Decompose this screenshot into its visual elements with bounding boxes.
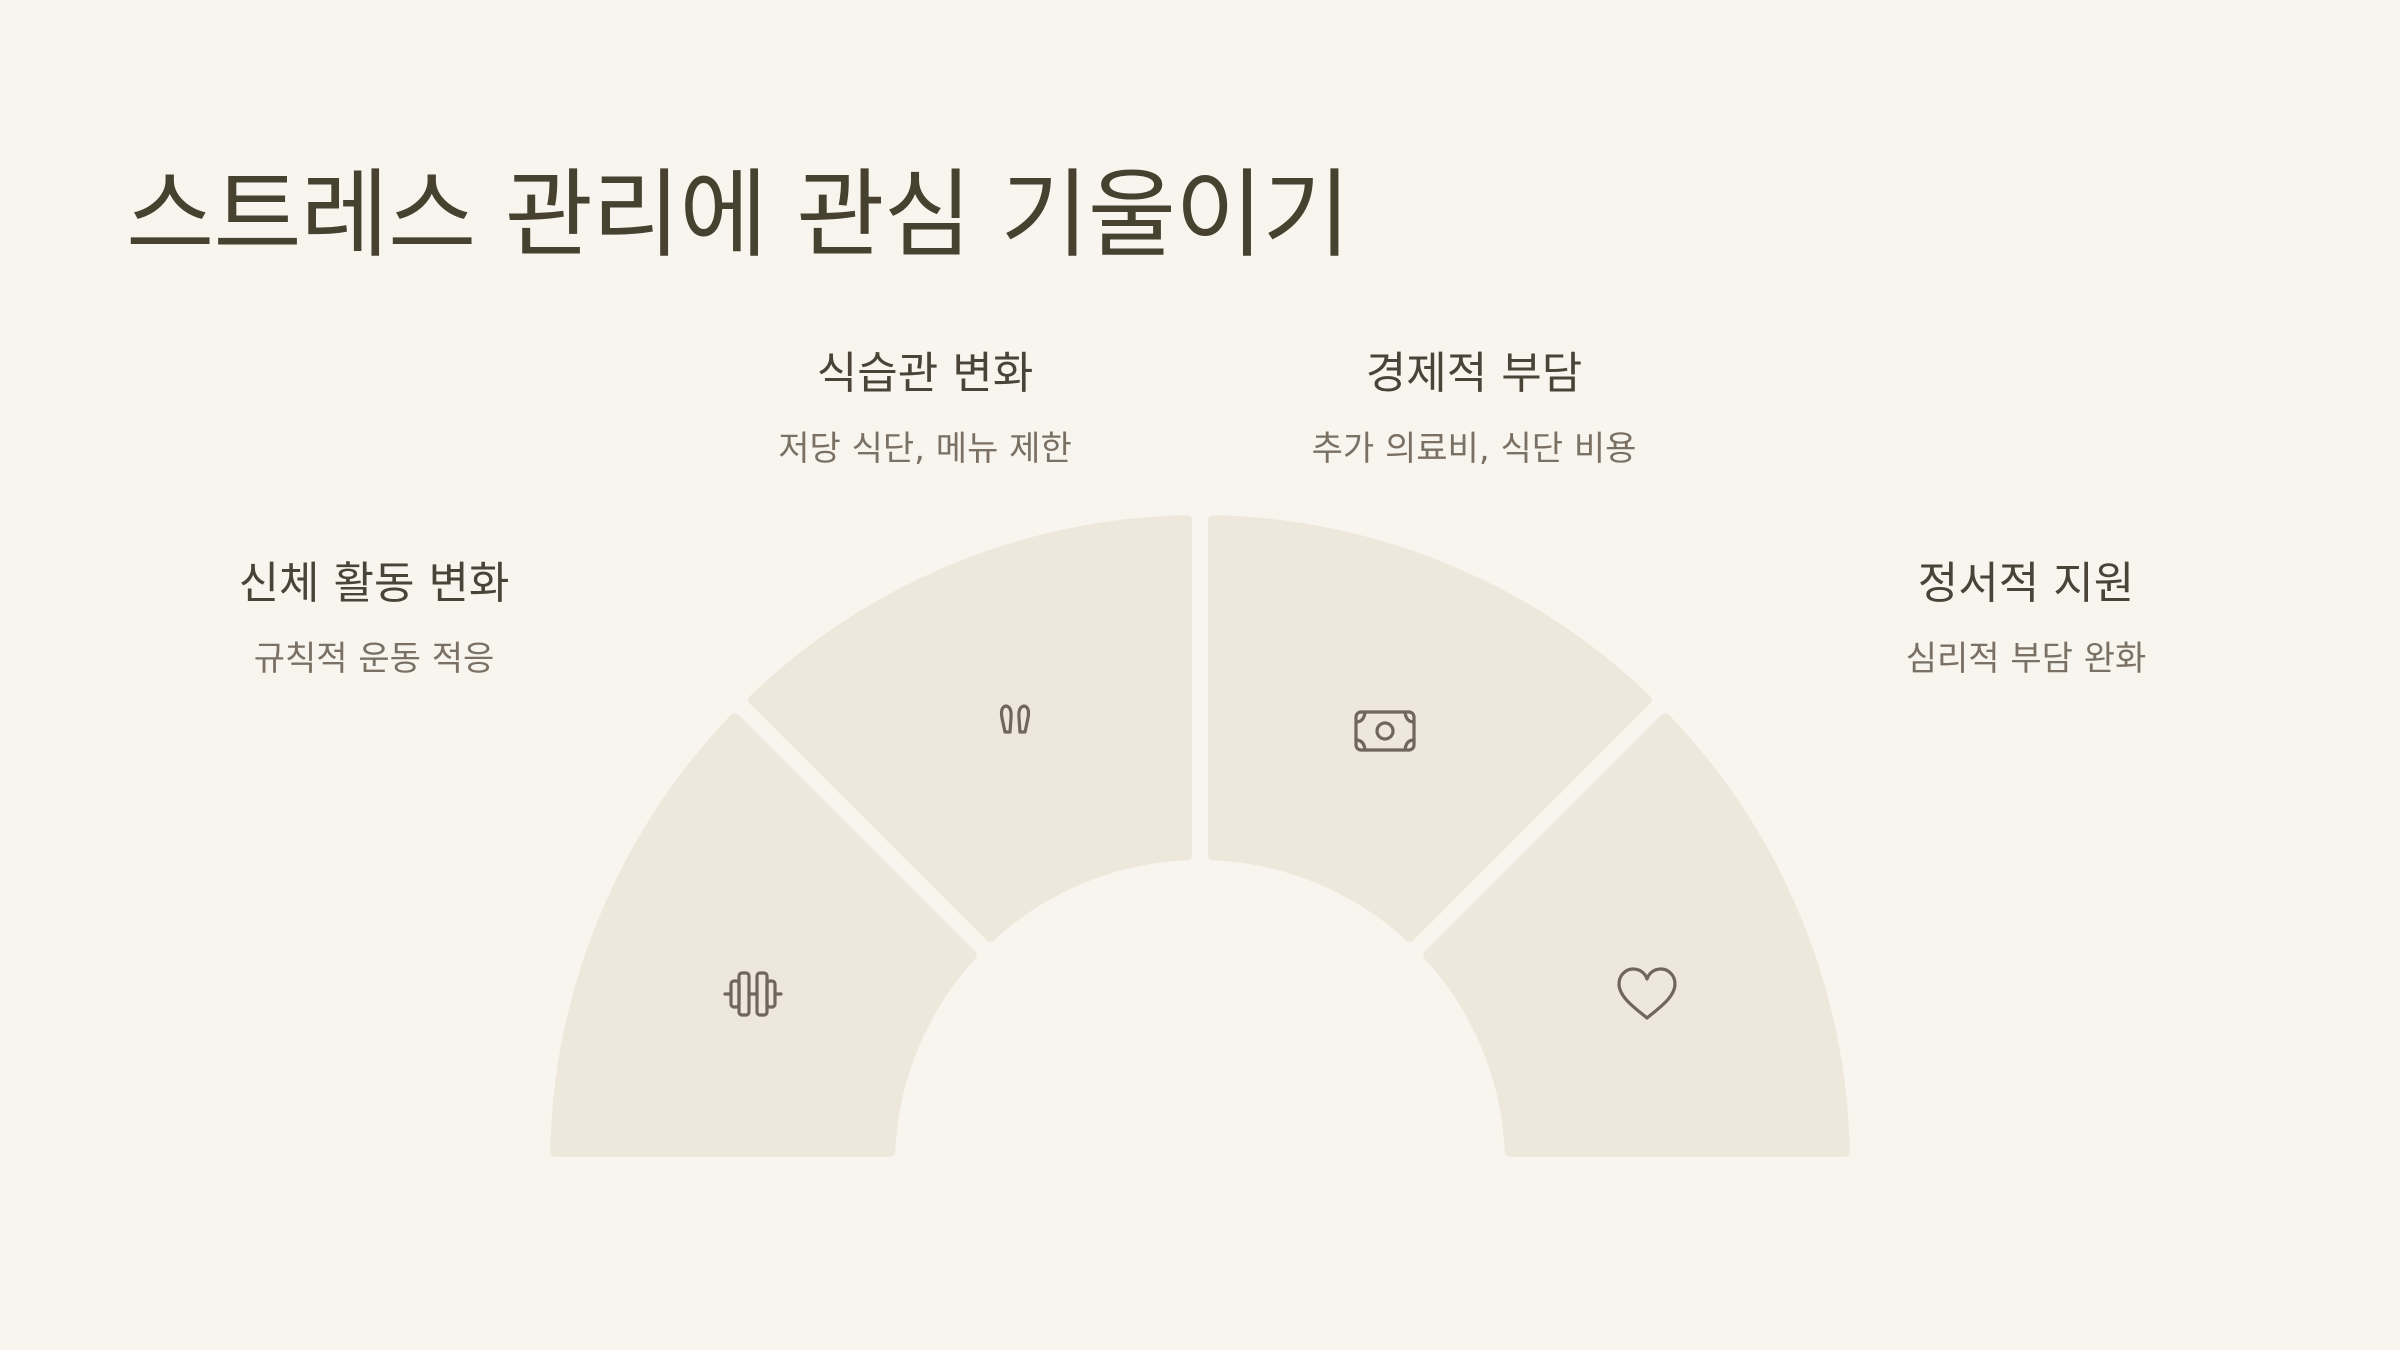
segment-emotional-support	[1423, 713, 1850, 1157]
segment-label-financial-burden: 경제적 부담 추가 의료비, 식단 비용	[1244, 348, 1704, 470]
segment-physical-activity	[550, 713, 977, 1157]
heart-icon	[1617, 967, 1677, 1020]
segment-description: 추가 의료비, 식단 비용	[1311, 428, 1637, 469]
segment-label-emotional-support: 정서적 지원 심리적 부담 완화	[1796, 558, 2256, 680]
banknote-icon	[1354, 710, 1416, 752]
segment-label-diet-change: 식습관 변화 저당 식단, 메뉴 제한	[695, 348, 1155, 470]
segment-label-physical-activity: 신체 활동 변화 규칙적 운동 적응	[144, 558, 604, 680]
segments-layer	[550, 515, 1850, 1157]
segment-diet-change	[748, 515, 1192, 942]
segment-description: 규칙적 운동 적응	[253, 638, 495, 679]
segment-title: 식습관 변화	[816, 348, 1034, 399]
segment-description: 심리적 부담 완화	[1905, 638, 2147, 679]
segment-financial-burden	[1208, 515, 1652, 942]
dumbbell-icon	[723, 971, 783, 1017]
footprints-icon	[999, 704, 1031, 734]
segment-title: 경제적 부담	[1365, 348, 1583, 399]
page-title: 스트레스 관리에 관심 기울이기	[126, 159, 1351, 271]
segment-description: 저당 식단, 메뉴 제한	[778, 428, 1072, 469]
segment-title: 정서적 지원	[1917, 558, 2135, 609]
segment-title: 신체 활동 변화	[238, 558, 510, 609]
